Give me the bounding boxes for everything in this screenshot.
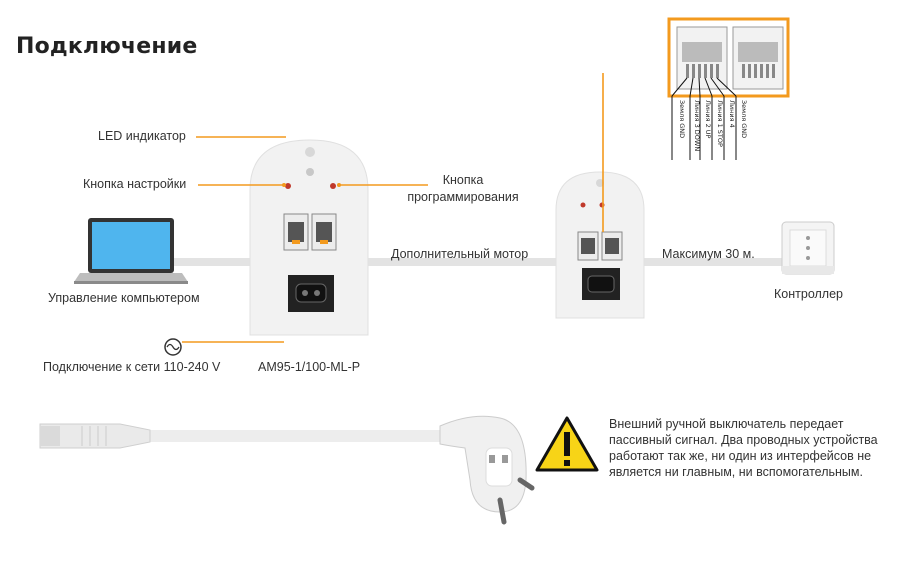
pin-label-4: Линия 1 STOP xyxy=(716,100,724,147)
warning-text: Внешний ручной выключатель передает пасс… xyxy=(609,417,878,479)
main-receiver-device xyxy=(249,139,369,336)
setup-button-dot xyxy=(285,183,291,189)
led-indicator xyxy=(305,147,315,157)
program-button-dot xyxy=(330,183,336,189)
program-button-label: Кнопка программирования xyxy=(398,172,528,206)
callout-lines xyxy=(182,73,604,343)
page-title: Подключение xyxy=(16,34,198,59)
program-button-label-line2: программирования xyxy=(407,190,519,204)
power-cable xyxy=(39,415,535,525)
pin-leads xyxy=(671,77,737,160)
extra-motor-device xyxy=(555,171,645,319)
pin-label-3: Линия 2 UP xyxy=(704,100,712,139)
controller-label: Контроллер xyxy=(774,287,843,301)
pin-label-1: Земля GND xyxy=(678,100,686,138)
ac-power-icon xyxy=(164,338,182,356)
warning-icon xyxy=(535,416,599,472)
pin-label-5: Линия 4 xyxy=(728,100,736,128)
data-cable xyxy=(168,258,798,266)
pin-label-2: Линия 3 DOWN xyxy=(693,100,701,151)
program-button-label-line1: Кнопка xyxy=(442,173,484,187)
controller-device xyxy=(781,221,835,275)
model-label: AM95-1/100-ML-P xyxy=(258,360,361,374)
led-indicator-label: LED индикатор xyxy=(98,129,186,143)
power-label: Подключение к сети 110-240 V xyxy=(43,360,221,374)
laptop-icon xyxy=(74,218,188,284)
computer-control-label: Управление компьютером xyxy=(48,291,200,305)
max-distance-label: Максимум 30 м. xyxy=(662,247,755,261)
pin-label-6: Земля GND xyxy=(740,100,748,138)
setup-button-label: Кнопка настройки xyxy=(83,177,187,191)
extra-motor-label: Дополнительный мотор xyxy=(391,247,529,261)
rj-connector-closeup xyxy=(667,17,790,98)
